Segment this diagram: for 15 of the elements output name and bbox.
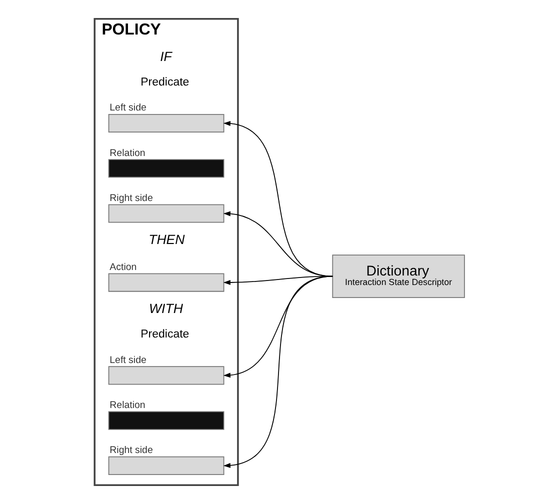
node-label: Action — [109, 262, 136, 273]
node-box: Dictionary Interaction State Descriptor — [332, 254, 464, 298]
label: IF — [160, 48, 172, 64]
label: WITH — [148, 301, 182, 316]
node-label: Right side — [109, 192, 152, 204]
label: THEN — [148, 232, 184, 248]
label: Predicate — [140, 76, 189, 89]
node-label: Relation — [109, 148, 145, 159]
node-label: Right side — [109, 445, 152, 456]
node-label: Left side — [109, 102, 146, 114]
node-label: Relation — [109, 400, 145, 411]
node-label: Left side — [109, 354, 146, 366]
arrow — [222, 121, 333, 277]
label: Predicate — [140, 328, 189, 341]
arrow — [222, 276, 333, 468]
